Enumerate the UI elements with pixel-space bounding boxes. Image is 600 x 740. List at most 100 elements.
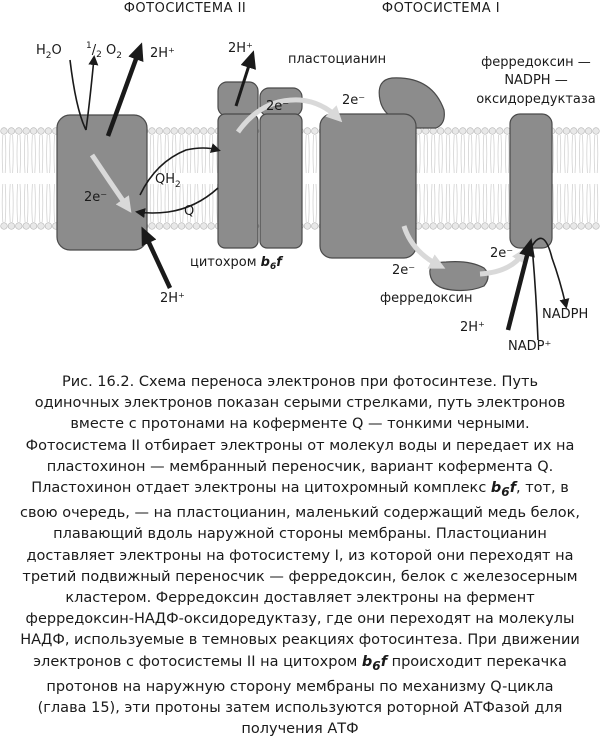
lipid-head: [488, 222, 497, 230]
lipid-head: [148, 127, 156, 135]
lipid-tail: [209, 183, 214, 223]
lipid-tail: [556, 183, 562, 223]
lipid-head: [163, 127, 171, 135]
fnr-label-line-1: ферредоксин —: [481, 55, 591, 70]
figure-caption: Рис. 16.2. Схема переноса электронов при…: [20, 372, 580, 740]
lipid-head: [444, 222, 452, 230]
lipid-tail: [179, 134, 184, 174]
lipid-tail: [38, 134, 44, 174]
lipid-head: [15, 222, 23, 230]
lipid-tail: [1, 134, 7, 174]
lipid-tail: [438, 183, 443, 223]
cytochrome-b6f-left: [217, 113, 259, 249]
lipid-tail: [179, 183, 184, 223]
lipid-head: [437, 222, 445, 230]
lipid-tail: [16, 134, 21, 174]
fnr-label-line-3: оксидоредуктаза: [476, 92, 596, 107]
lipid-head: [481, 222, 489, 230]
lipid-head: [15, 127, 23, 135]
oxygen-arrow: [85, 55, 99, 131]
lipid-head: [555, 222, 563, 230]
lipid-tail: [38, 183, 44, 223]
lipid-tail: [431, 183, 436, 223]
lipid-tail: [9, 183, 14, 223]
caption-part-1: Схема переноса электронов при фотосинтез…: [25, 374, 575, 497]
electron-arrow-ps1-fd: [401, 225, 446, 269]
lipid-head: [488, 127, 497, 135]
lipid-head: [577, 127, 585, 135]
lipid-tail: [482, 134, 488, 174]
lipid-tail: [201, 134, 206, 174]
plastocyanin-label: пластоцианин: [288, 52, 386, 67]
lipid-head: [584, 127, 593, 135]
lipid-tail: [416, 183, 421, 223]
lipid-head: [592, 222, 600, 230]
lipid-head: [7, 222, 15, 230]
lipid-tail: [468, 183, 473, 223]
lipid-tail: [475, 183, 480, 223]
proton-arrow-ps2-in: [141, 226, 173, 289]
lipid-head: [155, 222, 163, 230]
lipid-head: [496, 222, 504, 230]
lipid-tail: [164, 183, 169, 223]
ferredoxin-label: ферредоксин: [380, 291, 473, 306]
lipid-tail: [571, 134, 576, 174]
proton-arrow-b6f-out: [234, 50, 256, 107]
qh2-arrow: [139, 143, 221, 196]
lipid-tail: [172, 134, 177, 174]
lipid-tail: [157, 183, 162, 223]
electron-label-ps2: 2e⁻: [84, 190, 107, 205]
proton-arrow-ps2-out: [105, 42, 144, 137]
lipid-head: [422, 222, 430, 230]
lipid-tail: [505, 134, 510, 174]
photosystem-2-complex: [56, 114, 148, 251]
lipid-head: [192, 222, 200, 230]
lipid-tail: [468, 134, 473, 174]
lipid-head: [592, 127, 600, 135]
lipid-head: [0, 127, 8, 135]
lipid-tail: [149, 134, 155, 174]
lipid-tail: [497, 134, 502, 174]
proton-arrow-fnr-in: [505, 238, 535, 331]
lipid-tail: [586, 134, 591, 174]
lipid-head: [429, 127, 437, 135]
caption-part-3: происходит перекачка протонов на наружну…: [37, 653, 567, 738]
lipid-tail: [423, 183, 428, 223]
lipid-tail: [9, 134, 14, 174]
lipid-tail: [490, 183, 495, 223]
lipid-tail: [31, 183, 36, 223]
photosystem-1-complex: [319, 113, 417, 259]
q-arrow: [135, 187, 219, 218]
caption-b6f-sub: 6: [501, 484, 510, 499]
electron-label-fd: 2e⁻: [392, 263, 415, 278]
lipid-tail: [16, 183, 21, 223]
lipid-tail: [416, 134, 421, 174]
lipid-tail: [453, 183, 458, 223]
lipid-head: [22, 127, 30, 135]
figure-number: Рис. 16.2.: [61, 374, 135, 390]
lipid-tail: [475, 134, 480, 174]
lipid-head: [577, 222, 585, 230]
electron-arrow-ps2: [89, 153, 132, 213]
header-photosystem-2: ФОТОСИСТЕМА II: [124, 1, 247, 16]
water-label: H2O: [36, 43, 62, 61]
electron-label-fnr: 2e⁻: [490, 246, 513, 261]
q-label: Q: [184, 204, 194, 219]
fnr-complex: [509, 113, 553, 249]
qh2-label: QH2: [155, 172, 181, 190]
water-arrow: [69, 59, 87, 131]
lipid-tail: [579, 183, 584, 223]
cytochrome-label: цитохром b6f: [190, 255, 284, 272]
caption-part-2: , тот, в свою очередь, — на пластоцианин…: [20, 480, 580, 670]
lipid-tail: [564, 183, 569, 223]
lipid-head: [163, 222, 171, 230]
lipid-head: [37, 222, 45, 230]
lipid-tail: [186, 183, 192, 223]
lipid-tail: [209, 134, 214, 174]
lipid-tail: [593, 183, 599, 223]
lipid-head: [200, 222, 208, 230]
proton-label-b6f-out: 2H⁺: [228, 41, 253, 56]
lipid-tail: [482, 183, 488, 223]
proton-label-ps2-in: 2H⁺: [160, 291, 185, 306]
proton-label-fnr-in: 2H⁺: [460, 320, 485, 335]
